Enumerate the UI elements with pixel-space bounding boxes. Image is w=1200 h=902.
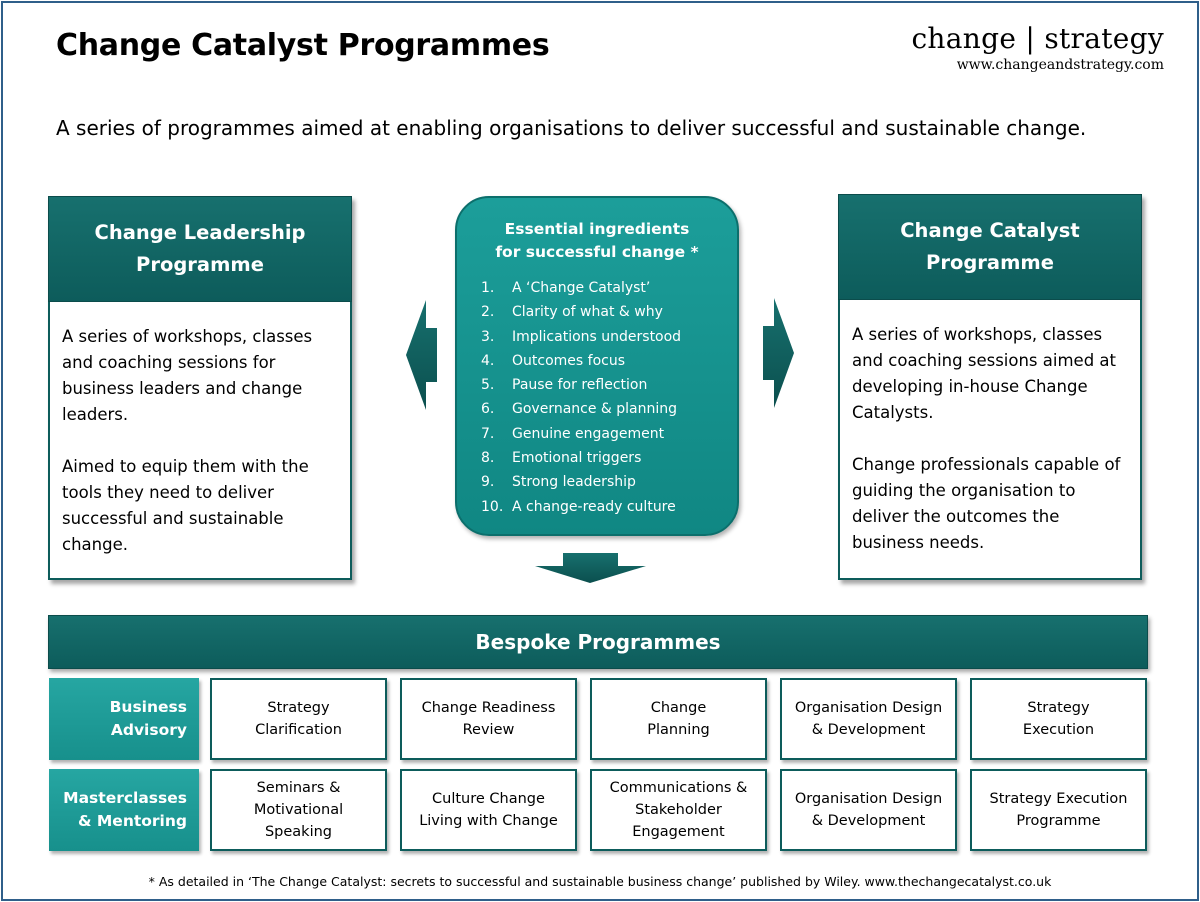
change-leadership-programme-body: A series of workshops, classes and coach… bbox=[48, 302, 352, 580]
essential-ingredients-title: Essential ingredients for successful cha… bbox=[457, 218, 737, 264]
ingredients-list: 1. A ‘Change Catalyst’ 2. Clarity of what … bbox=[457, 276, 737, 519]
cell-line: Change bbox=[650, 700, 707, 716]
cell-line: Review bbox=[462, 722, 515, 738]
row-label-line1: Masterclasses bbox=[63, 789, 187, 807]
change-catalyst-title-line2: Programme bbox=[926, 251, 1054, 274]
page-title: Change Catalyst Programmes bbox=[56, 28, 550, 63]
programme-cell-organisation-design-2: Organisation Design & Development bbox=[780, 769, 957, 851]
list-item-text: Pause for reflection bbox=[512, 377, 648, 394]
list-item: 6. Governance & planning bbox=[481, 397, 737, 421]
change-leadership-title-line1: Change Leadership bbox=[94, 221, 306, 244]
list-item-text: Governance & planning bbox=[512, 401, 678, 418]
change-catalyst-programme-header: Change Catalyst Programme bbox=[838, 194, 1142, 300]
list-item: 7. Genuine engagement bbox=[481, 422, 737, 446]
list-item-number: 4. bbox=[481, 352, 495, 369]
change-catalyst-title-line1: Change Catalyst bbox=[900, 219, 1080, 242]
cell-line: Communications & bbox=[609, 780, 748, 796]
list-item-text: A change-ready culture bbox=[512, 498, 676, 515]
list-item: 2. Clarity of what & why bbox=[481, 300, 737, 324]
list-item-text: Emotional triggers bbox=[512, 450, 642, 467]
list-item-number: 9. bbox=[481, 474, 495, 491]
cell-line: & Development bbox=[811, 722, 926, 738]
list-item-number: 10. bbox=[481, 498, 504, 515]
cell-line: Programme bbox=[1016, 813, 1101, 829]
essential-ingredients-box: Essential ingredients for successful cha… bbox=[455, 196, 739, 536]
brand-url[interactable]: www.changeandstrategy.com bbox=[956, 57, 1164, 73]
change-leadership-paragraph-2: Aimed to equip them with the tools they … bbox=[62, 457, 309, 554]
list-item-number: 7. bbox=[481, 425, 495, 442]
list-item-text: Outcomes focus bbox=[512, 352, 625, 369]
change-catalyst-programme-box: Change Catalyst Programme A series of wo… bbox=[838, 194, 1142, 580]
list-item: 8. Emotional triggers bbox=[481, 446, 737, 470]
brand-logo: change | strategy www.changeandstrategy.… bbox=[911, 22, 1164, 73]
cell-line: Engagement bbox=[632, 824, 725, 840]
cell-line: & Development bbox=[811, 813, 926, 829]
cell-line: Living with Change bbox=[419, 813, 558, 829]
essential-ingredients-title-line1: Essential ingredients bbox=[504, 220, 690, 238]
change-leadership-programme-box: Change Leadership Programme A series of … bbox=[48, 196, 352, 580]
list-item-text: Strong leadership bbox=[512, 474, 636, 491]
cell-line: Organisation Design bbox=[794, 700, 943, 716]
list-item-number: 3. bbox=[481, 328, 495, 345]
list-item-number: 1. bbox=[481, 280, 495, 296]
row-label-business-advisory: Business Advisory bbox=[49, 678, 199, 760]
change-catalyst-paragraph-1: A series of workshops, classes and coach… bbox=[852, 325, 1116, 422]
list-item: 5. Pause for reflection bbox=[481, 373, 737, 397]
essential-ingredients-title-line2: for successful change * bbox=[495, 243, 699, 261]
cell-line: Motivational bbox=[253, 802, 344, 818]
cell-line: Seminars & bbox=[256, 780, 341, 796]
arrow-down-icon bbox=[535, 553, 646, 583]
list-item-number: 5. bbox=[481, 377, 495, 394]
cell-line: Organisation Design bbox=[794, 791, 943, 807]
row-label-line2: & Mentoring bbox=[77, 812, 187, 830]
cell-line: Culture Change bbox=[432, 791, 545, 807]
list-item-number: 6. bbox=[481, 401, 495, 418]
row-label-line2: Advisory bbox=[110, 721, 187, 739]
cell-line: Speaking bbox=[264, 824, 333, 840]
change-leadership-paragraph-1: A series of workshops, classes and coach… bbox=[62, 327, 313, 424]
cell-line: Strategy bbox=[267, 700, 330, 716]
row-label-masterclasses-mentoring: Masterclasses & Mentoring bbox=[49, 769, 199, 851]
change-catalyst-programme-body: A series of workshops, classes and coach… bbox=[838, 300, 1142, 580]
list-item-number: 2. bbox=[481, 304, 495, 321]
list-item-text: Implications understood bbox=[512, 328, 682, 345]
cell-line: Planning bbox=[647, 722, 710, 738]
brand-name: change | strategy bbox=[911, 22, 1164, 55]
list-item-text: Genuine engagement bbox=[512, 425, 665, 442]
cell-line: Clarification bbox=[255, 722, 342, 738]
row-label-line1: Business bbox=[109, 698, 187, 716]
programme-cell-organisation-design: Organisation Design & Development bbox=[780, 678, 957, 760]
change-leadership-programme-header: Change Leadership Programme bbox=[48, 196, 352, 302]
cell-line: Change Readiness bbox=[421, 700, 556, 716]
change-leadership-title-line2: Programme bbox=[136, 253, 264, 276]
cell-line: Execution bbox=[1022, 722, 1095, 738]
bespoke-programmes-header: Bespoke Programmes bbox=[48, 615, 1148, 669]
cell-line: Strategy Execution bbox=[989, 791, 1128, 807]
cell-line: Stakeholder bbox=[635, 802, 722, 818]
arrow-right-icon bbox=[763, 298, 794, 408]
list-item-text: Clarity of what & why bbox=[512, 304, 663, 321]
list-item: 3. Implications understood bbox=[481, 325, 737, 349]
list-item-number: 8. bbox=[481, 450, 495, 467]
list-item: 4. Outcomes focus bbox=[481, 349, 737, 373]
change-catalyst-paragraph-2: Change professionals capable of guiding … bbox=[852, 455, 1121, 552]
list-item: 1. A ‘Change Catalyst’ bbox=[481, 276, 737, 300]
subtitle: A series of programmes aimed at enabling… bbox=[56, 116, 1087, 140]
arrow-left-icon bbox=[406, 300, 437, 410]
list-item: 9. Strong leadership bbox=[481, 470, 737, 494]
cell-line: Strategy bbox=[1027, 700, 1090, 716]
list-item-text: A ‘Change Catalyst’ bbox=[512, 280, 651, 296]
list-item: 10. A change-ready culture bbox=[481, 495, 737, 519]
footnote: * As detailed in ‘The Change Catalyst: s… bbox=[148, 874, 1052, 889]
